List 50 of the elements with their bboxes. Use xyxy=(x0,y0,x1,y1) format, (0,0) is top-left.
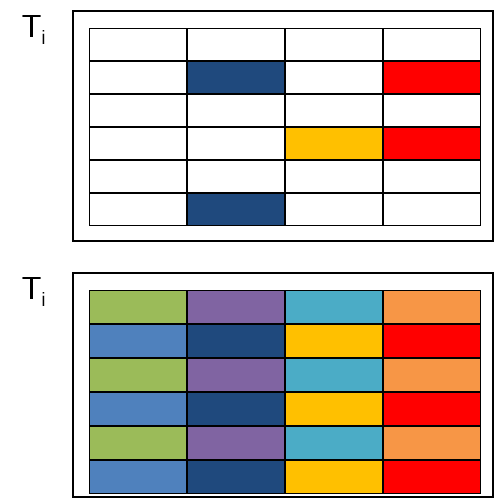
grid-cell xyxy=(383,94,481,127)
grid-cell xyxy=(187,193,285,226)
grid-cell xyxy=(383,290,481,324)
grid-cell xyxy=(187,127,285,160)
grid-cell xyxy=(89,460,187,494)
grid-cell xyxy=(285,460,383,494)
grid-cell xyxy=(383,324,481,358)
grid-cell xyxy=(187,94,285,127)
grid-cell xyxy=(187,460,285,494)
grid-cell xyxy=(285,290,383,324)
grid-cell xyxy=(383,61,481,94)
grid-cell xyxy=(89,193,187,226)
grid-cell xyxy=(285,160,383,193)
grid-cell xyxy=(89,290,187,324)
grid-cell xyxy=(285,94,383,127)
grid-cell xyxy=(89,160,187,193)
grid-cell xyxy=(89,426,187,460)
grid-cell xyxy=(89,127,187,160)
grid-cell xyxy=(89,392,187,426)
grid-cell xyxy=(383,392,481,426)
grid-cell xyxy=(383,460,481,494)
grid-cell xyxy=(89,358,187,392)
grid-cell xyxy=(285,392,383,426)
grid-cell xyxy=(187,392,285,426)
grid-cell xyxy=(89,28,187,61)
grid-cell xyxy=(383,28,481,61)
grid-cell xyxy=(285,358,383,392)
grid-cell xyxy=(285,28,383,61)
grid-cell xyxy=(187,426,285,460)
grid-cell xyxy=(187,290,285,324)
grid-cell xyxy=(285,193,383,226)
grid-cell xyxy=(89,61,187,94)
grid-cell xyxy=(285,324,383,358)
grid-cell xyxy=(383,193,481,226)
grid-cell xyxy=(89,94,187,127)
grid-cell xyxy=(187,324,285,358)
table-label: T$_{i}$ xyxy=(22,272,46,310)
grid-cell xyxy=(187,358,285,392)
table-label: T$_{i}$ xyxy=(22,10,46,48)
grid-cell xyxy=(383,358,481,392)
grid-cell xyxy=(383,127,481,160)
grid-cell xyxy=(187,61,285,94)
grid-cell xyxy=(89,324,187,358)
grid-cell xyxy=(187,28,285,61)
grid-cell xyxy=(383,160,481,193)
grid-cell xyxy=(187,160,285,193)
grid-cell xyxy=(285,61,383,94)
grid-cell xyxy=(285,426,383,460)
grid-cell xyxy=(285,127,383,160)
grid-cell xyxy=(383,426,481,460)
